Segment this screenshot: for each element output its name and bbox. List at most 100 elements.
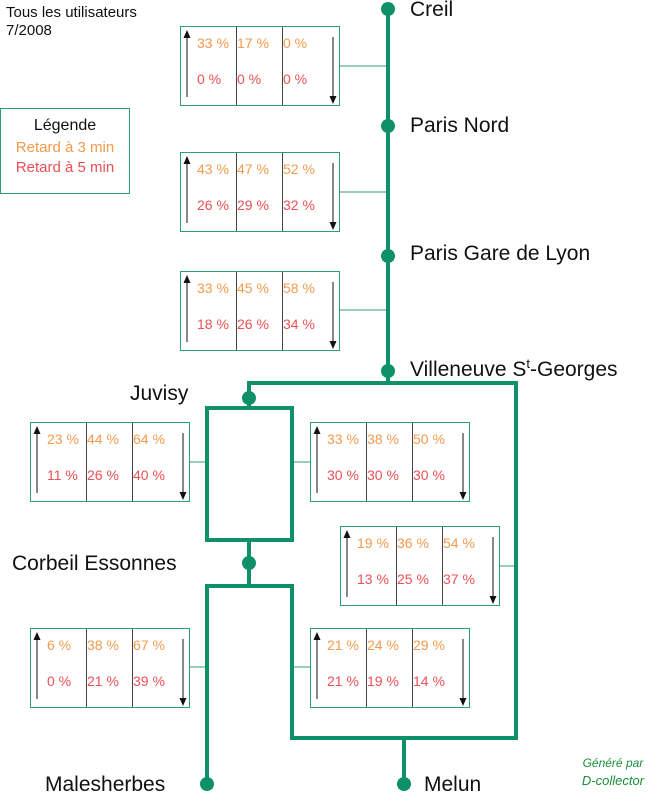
delay-5min-value: 32 % xyxy=(283,197,315,213)
station-label-juvisy: Juvisy xyxy=(130,382,189,405)
delay-5min-value: 34 % xyxy=(283,316,315,332)
delay-5min-value: 18 % xyxy=(197,316,229,332)
box-divider xyxy=(442,527,443,605)
box-divider xyxy=(412,423,413,501)
delay-3min-value: 52 % xyxy=(283,161,315,177)
box-divider xyxy=(412,629,413,707)
villeneuve-part-1: Villeneuve S xyxy=(410,358,527,381)
direction-arrows xyxy=(33,632,187,706)
delay-5min-value: 39 % xyxy=(133,673,165,689)
arrow-up-icon xyxy=(33,632,41,640)
station-label-malesherbes: Malesherbes xyxy=(45,773,166,796)
delay-3min-value: 67 % xyxy=(133,637,165,653)
delay-box-paris-nord-gdl: 43 %26 %47 %29 %52 %32 % xyxy=(180,152,340,232)
delay-3min-value: 45 % xyxy=(237,280,269,296)
credit: Généré par D-collector xyxy=(582,754,644,790)
arrow-down-icon xyxy=(179,492,187,500)
delay-3min-value: 44 % xyxy=(87,431,119,447)
delay-3min-value: 19 % xyxy=(357,535,389,551)
delay-5min-value: 0 % xyxy=(237,71,262,87)
arrow-down-icon xyxy=(329,96,337,104)
delay-5min-value: 30 % xyxy=(367,467,399,483)
delay-3min-value: 36 % xyxy=(397,535,429,551)
delay-box-corbeil-malesherbes: 6 %0 %38 %21 %67 %39 % xyxy=(30,628,190,708)
delay-5min-value: 11 % xyxy=(47,467,78,483)
delay-3min-value: 43 % xyxy=(197,161,229,177)
box-divider xyxy=(282,27,283,105)
station-dot-villeneuve xyxy=(381,364,395,378)
delay-5min-value: 30 % xyxy=(327,467,359,483)
delay-3min-value: 33 % xyxy=(327,431,359,447)
box-divider xyxy=(236,153,237,231)
villeneuve-part-2: -Georges xyxy=(530,358,618,381)
delay-5min-value: 21 % xyxy=(327,673,359,689)
delay-5min-value: 14 % xyxy=(413,673,445,689)
delay-3min-value: 33 % xyxy=(197,35,229,51)
legend: Légende Retard à 3 min Retard à 5 min xyxy=(0,108,130,194)
direction-arrows xyxy=(313,632,467,706)
arrow-up-icon xyxy=(33,426,41,434)
delay-3min-value: 21 % xyxy=(327,637,359,653)
delay-box-villeneuve-melun: 19 %13 %36 %25 %54 %37 % xyxy=(340,526,500,606)
delay-box-juvisy-corbeil-west: 23 %11 %44 %26 %64 %40 % xyxy=(30,422,190,502)
arrow-up-icon xyxy=(313,426,321,434)
station-label-paris-gare-de-lyon: Paris Gare de Lyon xyxy=(410,242,591,265)
delay-3min-value: 24 % xyxy=(367,637,399,653)
arrow-up-icon xyxy=(313,632,321,640)
delay-3min-value: 6 % xyxy=(47,637,72,653)
delay-3min-value: 64 % xyxy=(133,431,165,447)
header-period: 7/2008 xyxy=(6,22,52,39)
delay-5min-value: 25 % xyxy=(397,571,429,587)
station-dot-corbeil xyxy=(242,556,256,570)
box-divider xyxy=(132,423,133,501)
delay-5min-value: 0 % xyxy=(283,71,308,87)
box-divider xyxy=(282,272,283,350)
box-divider xyxy=(366,629,367,707)
box-divider xyxy=(132,629,133,707)
delay-5min-value: 26 % xyxy=(87,467,119,483)
delay-box-creil-paris-nord: 33 %0 %17 %0 %0 %0 % xyxy=(180,26,340,106)
delay-3min-value: 38 % xyxy=(367,431,399,447)
arrow-up-icon xyxy=(183,275,191,283)
header-audience: Tous les utilisateurs xyxy=(6,4,137,21)
arrow-down-icon xyxy=(459,698,467,706)
delay-5min-value: 26 % xyxy=(237,316,269,332)
direction-arrows xyxy=(183,275,337,349)
station-label-melun: Melun xyxy=(424,773,482,796)
station-dot-paris-gare-de-lyon xyxy=(381,249,395,263)
box-divider xyxy=(282,153,283,231)
delay-5min-value: 29 % xyxy=(237,197,269,213)
box-divider xyxy=(86,423,87,501)
box-divider xyxy=(86,629,87,707)
delay-box-gdl-villeneuve: 33 %18 %45 %26 %58 %34 % xyxy=(180,271,340,351)
track-villeneuve-branch xyxy=(247,381,518,740)
delay-3min-value: 23 % xyxy=(47,431,79,447)
arrow-up-icon xyxy=(183,156,191,164)
credit-line-1: Généré par xyxy=(582,756,644,770)
delay-5min-value: 21 % xyxy=(87,673,119,689)
legend-item-3min: Retard à 3 min xyxy=(15,139,115,156)
arrow-up-icon xyxy=(343,530,351,538)
delay-3min-value: 17 % xyxy=(237,35,269,51)
delay-5min-value: 0 % xyxy=(197,71,222,87)
delay-3min-value: 47 % xyxy=(237,161,269,177)
track-south-branches xyxy=(205,584,406,784)
delay-box-juvisy-corbeil-east: 33 %30 %38 %30 %50 %30 % xyxy=(310,422,470,502)
arrow-down-icon xyxy=(329,341,337,349)
villeneuve-superscript: t xyxy=(526,356,530,371)
arrow-down-icon xyxy=(329,222,337,230)
station-dot-juvisy xyxy=(242,391,256,405)
box-divider xyxy=(236,272,237,350)
delay-5min-value: 19 % xyxy=(367,673,399,689)
station-dot-creil xyxy=(381,2,395,16)
legend-item-5min: Retard à 5 min xyxy=(15,159,115,176)
delay-box-corbeil-melun: 21 %21 %24 %19 %29 %14 % xyxy=(310,628,470,708)
arrow-up-icon xyxy=(183,30,191,38)
direction-arrows xyxy=(313,426,467,500)
delay-5min-value: 0 % xyxy=(47,673,72,689)
station-label-corbeil: Corbeil Essonnes xyxy=(12,552,177,575)
delay-3min-value: 54 % xyxy=(443,535,475,551)
header: Tous les utilisateurs 7/2008 xyxy=(6,4,137,40)
